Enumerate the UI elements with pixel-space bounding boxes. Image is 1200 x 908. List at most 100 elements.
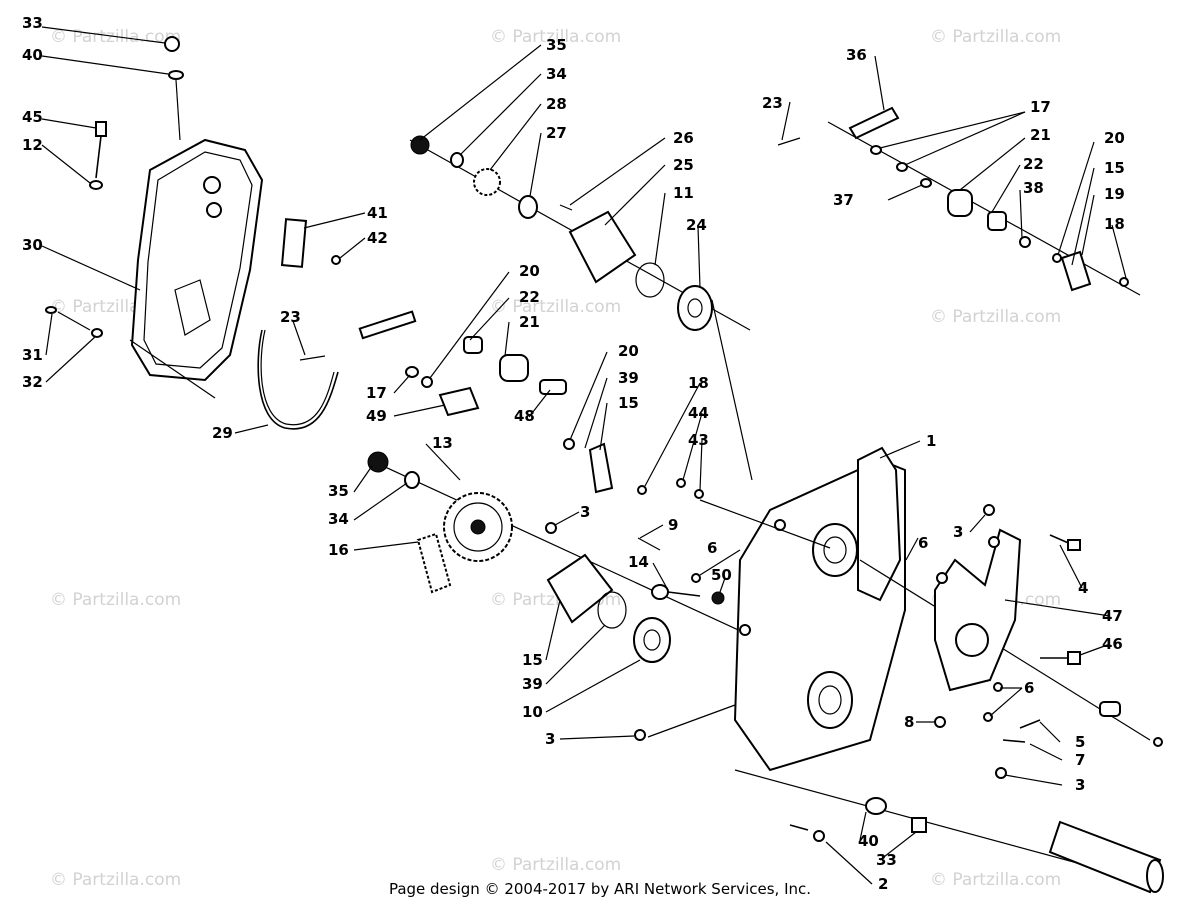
tension-arm	[588, 442, 614, 494]
nut	[995, 767, 1007, 779]
callout-label: 25	[673, 156, 694, 174]
callout-label: 39	[522, 675, 543, 693]
callout-label: 19	[1104, 185, 1125, 203]
washer	[896, 162, 908, 172]
callout-label: 16	[328, 541, 349, 559]
tension-arm	[1060, 250, 1092, 292]
watermark: © Partzilla.com	[930, 870, 1061, 890]
grommet	[89, 180, 103, 190]
washer	[405, 366, 419, 378]
washer	[91, 328, 103, 338]
callout-label: 10	[522, 703, 543, 721]
callout-label: 14	[628, 553, 649, 571]
nut	[421, 376, 433, 388]
callout-label: 40	[22, 46, 43, 64]
callout-label: 38	[1023, 179, 1044, 197]
washer	[983, 712, 993, 722]
callout-label: 29	[212, 424, 233, 442]
roller	[499, 354, 529, 382]
callout-label: 15	[522, 651, 543, 669]
callout-label: 20	[618, 342, 639, 360]
callout-label: 15	[1104, 159, 1125, 177]
watermark: © Partzilla.com	[490, 297, 621, 317]
spring-arm	[358, 310, 417, 340]
pin	[45, 306, 57, 314]
callout-label: 26	[673, 129, 694, 147]
nut	[1052, 253, 1062, 263]
callout-label: 21	[1030, 126, 1051, 144]
washer	[1019, 236, 1031, 248]
callout-label: 35	[546, 36, 567, 54]
callout-label: 22	[1023, 155, 1044, 173]
callout-label: 3	[953, 523, 963, 541]
callout-label: 4	[1078, 579, 1088, 597]
watermark: © Partzilla.com	[490, 27, 621, 47]
callout-label: 18	[1104, 215, 1125, 233]
nut	[634, 729, 646, 741]
washer	[934, 716, 946, 728]
bearing	[677, 285, 713, 331]
decal	[280, 218, 308, 268]
callout-label: 30	[22, 236, 43, 254]
chain	[416, 532, 452, 594]
callout-label: 17	[1030, 98, 1051, 116]
callout-label: 9	[668, 516, 678, 534]
spacer	[518, 195, 538, 219]
callout-label: 33	[876, 851, 897, 869]
watermark: © Partzilla.com	[50, 870, 181, 890]
watermark: © Partzilla.com	[930, 307, 1061, 327]
callout-label: 41	[367, 204, 388, 222]
callout-label: 24	[686, 216, 707, 234]
bolt-head	[1067, 651, 1081, 665]
callout-label: 7	[1075, 751, 1085, 769]
callout-label: 6	[707, 539, 717, 557]
callout-labels: 33 40 45 12 30 31 32 41 42 23 29 17 49 2…	[22, 14, 1125, 893]
washer	[450, 152, 464, 168]
nut	[367, 451, 389, 473]
shaft-end	[1099, 701, 1121, 717]
callout-label: 28	[546, 95, 567, 113]
watermark: © Partzilla.com	[930, 27, 1061, 47]
callout-label: 22	[519, 288, 540, 306]
callout-label: 20	[1104, 129, 1125, 147]
callout-label: 13	[432, 434, 453, 452]
callout-label: 1	[926, 432, 936, 450]
callout-label: 12	[22, 136, 43, 154]
washer	[870, 145, 882, 155]
washer	[404, 471, 420, 489]
callout-label: 50	[711, 566, 732, 584]
washer	[993, 682, 1003, 692]
callout-label: 20	[519, 262, 540, 280]
callout-label: 3	[580, 503, 590, 521]
chaincase-housing	[733, 446, 906, 772]
callout-label: 48	[514, 407, 535, 425]
spring	[848, 106, 900, 140]
bolt-head	[911, 817, 927, 833]
callout-label: 46	[1102, 635, 1123, 653]
bolt	[331, 255, 341, 265]
callout-label: 43	[688, 431, 709, 449]
roller-small	[463, 336, 483, 354]
washer	[168, 70, 184, 80]
callout-label: 11	[673, 184, 694, 202]
cap	[1153, 737, 1163, 747]
washer	[920, 178, 932, 188]
bearing-flange	[568, 210, 637, 284]
bearing-flange	[546, 553, 614, 624]
drain-tube	[257, 329, 339, 430]
callout-label: 36	[846, 46, 867, 64]
callout-label: 18	[688, 374, 709, 392]
watermark: © Partzilla.com	[50, 590, 181, 610]
callout-label: 33	[22, 14, 43, 32]
nut	[545, 522, 557, 534]
jam-nut	[711, 591, 725, 605]
callout-label: 31	[22, 346, 43, 364]
washer	[676, 478, 686, 488]
bolt-head	[1067, 539, 1081, 551]
callout-label: 42	[367, 229, 388, 247]
callout-label: 23	[762, 94, 783, 112]
watermark: © Partzilla.com	[490, 855, 621, 875]
callout-label: 2	[878, 875, 888, 893]
callout-label: 34	[328, 510, 349, 528]
